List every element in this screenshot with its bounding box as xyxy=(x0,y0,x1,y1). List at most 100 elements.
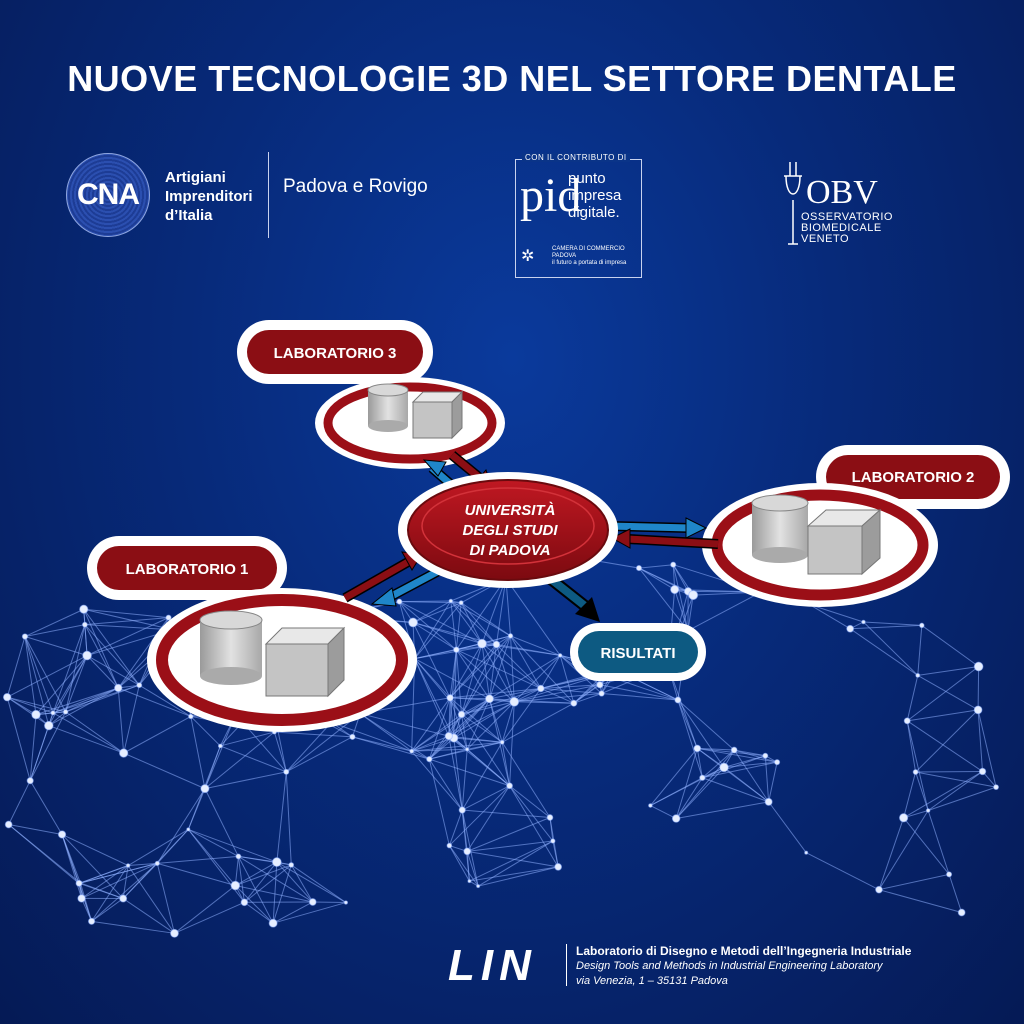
network-link xyxy=(204,731,275,790)
network-node xyxy=(537,684,545,693)
network-link xyxy=(478,866,559,887)
lin-mark: LIN xyxy=(448,941,537,990)
obv-line-2: BIOMEDICALE xyxy=(801,222,882,234)
network-link xyxy=(495,578,507,645)
obv-mark: OBV xyxy=(806,174,878,211)
network-link xyxy=(917,666,979,676)
network-node xyxy=(21,633,29,640)
network-link xyxy=(84,624,88,656)
network-link xyxy=(86,655,119,689)
network-link xyxy=(276,861,314,903)
network-link xyxy=(449,697,455,739)
network-link xyxy=(906,720,929,811)
network-link xyxy=(677,699,703,778)
network-node xyxy=(82,650,92,661)
network-node xyxy=(62,709,69,715)
network-link xyxy=(461,714,468,750)
network-link xyxy=(489,687,541,700)
network-node xyxy=(235,853,242,860)
network-link xyxy=(412,602,462,623)
pid-chamber-2: PADOVA xyxy=(552,253,577,259)
network-link xyxy=(81,862,158,899)
lin-english-name: Design Tools and Methods in Industrial E… xyxy=(576,960,883,972)
network-link xyxy=(489,654,561,700)
network-link xyxy=(156,863,175,934)
network-link xyxy=(461,713,503,743)
network-node xyxy=(170,928,179,938)
network-link xyxy=(81,865,129,899)
network-link xyxy=(540,684,600,689)
cna-text: Artigiani Imprenditori d’Italia xyxy=(165,168,253,225)
network-node xyxy=(396,598,403,605)
network-node xyxy=(499,739,505,745)
network-link xyxy=(290,864,347,903)
network-link xyxy=(733,749,770,803)
network-link xyxy=(61,834,124,899)
network-node xyxy=(919,622,925,629)
network-link xyxy=(450,600,497,645)
network-link xyxy=(244,864,292,903)
network-link xyxy=(6,655,88,698)
network-link xyxy=(509,785,554,842)
network-node xyxy=(912,769,919,775)
network-node xyxy=(268,918,278,928)
network-node xyxy=(343,900,349,905)
network-link xyxy=(495,644,515,702)
network-link xyxy=(514,674,604,703)
network-link xyxy=(514,684,600,703)
network-link xyxy=(52,712,124,754)
network-link xyxy=(650,748,698,806)
network-link xyxy=(509,785,559,868)
network-node xyxy=(446,842,453,849)
network-link xyxy=(540,688,575,704)
network-node xyxy=(903,717,911,725)
network-link xyxy=(412,622,451,698)
network-link xyxy=(863,621,922,626)
network-node xyxy=(125,863,131,868)
network-link xyxy=(677,699,725,768)
network-node xyxy=(804,850,809,855)
network-link xyxy=(915,709,979,773)
network-link xyxy=(466,748,510,787)
network-link xyxy=(559,655,575,704)
lab2-label: LABORATORIO 2 xyxy=(852,469,975,486)
network-node xyxy=(283,768,290,775)
network-node xyxy=(271,857,282,867)
network-link xyxy=(927,786,997,811)
network-link xyxy=(505,578,512,636)
network-link xyxy=(83,608,169,619)
network-link xyxy=(244,901,274,924)
network-link xyxy=(190,716,206,789)
network-node xyxy=(925,808,931,813)
network-node xyxy=(463,847,472,856)
network-link xyxy=(174,901,245,934)
pid-line-3: digitale. xyxy=(568,204,620,221)
network-link xyxy=(24,636,37,715)
network-link xyxy=(948,874,963,913)
pid-header: CON IL CONTRIBUTO DI xyxy=(522,153,630,162)
network-link xyxy=(29,711,67,781)
lin-divider xyxy=(566,944,567,986)
network-node xyxy=(554,862,563,871)
network-link xyxy=(84,617,169,626)
network-node xyxy=(719,762,729,773)
network-link xyxy=(220,731,275,747)
network-link xyxy=(552,840,559,867)
network-link xyxy=(638,567,675,590)
lin-address: via Venezia, 1 – 35131 Padova xyxy=(576,975,728,987)
network-link xyxy=(906,720,917,773)
network-node xyxy=(288,862,295,868)
network-link xyxy=(450,697,515,703)
network-node xyxy=(476,884,481,889)
network-link xyxy=(187,829,236,886)
network-link xyxy=(238,855,277,863)
network-node xyxy=(764,797,773,806)
network-node xyxy=(915,672,921,678)
network-link xyxy=(734,749,778,763)
network-link xyxy=(428,758,463,811)
network-link xyxy=(272,902,347,924)
network-node xyxy=(467,879,472,884)
obv-text: OSSERVATORIO BIOMEDICALE VENETO xyxy=(801,212,893,245)
pid-mark: pid xyxy=(520,169,582,222)
